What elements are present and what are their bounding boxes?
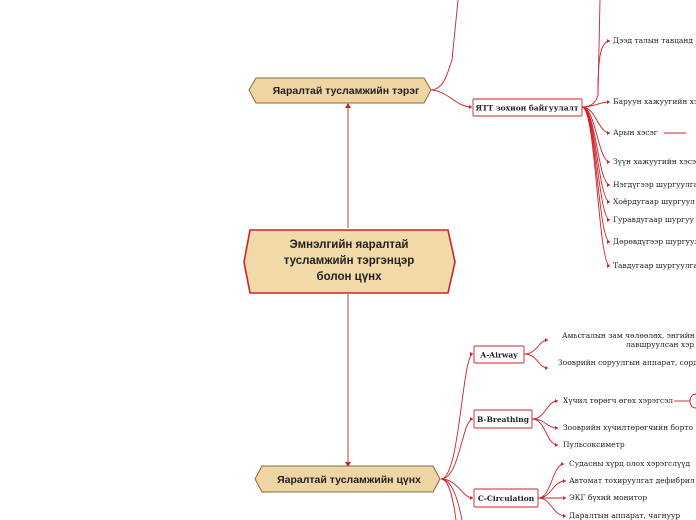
arrowhead <box>607 131 610 135</box>
arrowhead <box>607 160 610 164</box>
arrowhead-cart <box>345 103 351 108</box>
airway-node-label: A-Airway <box>479 351 518 360</box>
airway-node-box <box>473 345 525 364</box>
connector-ytt-7 <box>581 106 611 221</box>
bag-topic-label: Яаралтай тусламжийн цүнх <box>277 474 421 486</box>
connector-circ-4 <box>537 497 567 517</box>
central-topic-line-3: болон цүнх <box>317 271 383 283</box>
connector-breathing-2 <box>531 418 559 429</box>
circulation-node-box <box>473 488 539 508</box>
arrowhead <box>563 496 566 500</box>
circulation-item-2[interactable]: Автомат тохируулгат дефибрил <box>569 476 695 485</box>
arrowhead <box>607 240 610 244</box>
ytt-item-drawer-1[interactable]: Нэгдүгээр шургуулга <box>613 180 696 189</box>
arrowhead <box>607 264 610 268</box>
breathing-node-label: B-Breathing <box>477 415 530 424</box>
arrowhead <box>555 443 558 447</box>
arrowhead <box>469 105 472 109</box>
airway-item-1-line-2[interactable]: лавшруулсан хэр <box>626 340 695 349</box>
arrowhead <box>607 200 610 204</box>
arrowhead <box>561 462 564 466</box>
arrowhead <box>607 183 610 187</box>
connector-bag-down2 <box>440 478 457 520</box>
arrowhead <box>470 417 473 421</box>
circulation-node[interactable]: C-Circulation <box>473 488 539 508</box>
cart-topic-shape <box>248 77 432 104</box>
leaf-arrowheads <box>469 39 610 518</box>
arrowhead-bag <box>345 462 351 467</box>
arrowhead <box>555 399 558 403</box>
connector-ytt-6 <box>581 106 611 203</box>
circulation-node-label: C-Circulation <box>478 494 535 503</box>
ytt-item-drawer-2[interactable]: Хоёрдугаар шургуул <box>613 197 695 206</box>
breathing-item-3[interactable]: Пульсоксиметр <box>563 440 625 449</box>
airway-item-2[interactable]: Зооврийн соруулгын аппарат, сорд <box>558 358 696 367</box>
ytt-item-top-shelf[interactable]: Дээд талын тавцанд <box>613 36 693 45</box>
arrowhead <box>607 100 610 104</box>
connector-airway-1 <box>523 339 549 355</box>
connector-cart-top <box>429 0 459 91</box>
arrowhead <box>470 496 473 500</box>
arrowhead <box>555 426 558 430</box>
ytt-item-back[interactable]: Арын хэсэг <box>613 128 658 137</box>
circulation-item-4[interactable]: Даралтын аппарат, чагнуур <box>569 511 681 520</box>
connector-bag-breathing <box>440 418 474 480</box>
connector-breathing-1 <box>531 400 559 420</box>
circulation-item-3[interactable]: ЭКГ бүхий монитор <box>569 493 648 502</box>
connector-ytt-4 <box>581 106 611 163</box>
central-topic[interactable]: Эмнэлгийн яаралтай тусламжийн тэргэнцэр … <box>243 229 456 294</box>
airway-item-1-line-1[interactable]: Амьсгалын зам чөлөөлөх, энгийн <box>562 331 695 340</box>
connector-bag-airway <box>440 353 474 480</box>
central-topic-line-1: Эмнэлгийн яаралтай <box>289 239 408 251</box>
connector-airway-2 <box>523 353 549 369</box>
ytt-item-drawer-3[interactable]: Гуравдугаар шургуу <box>613 215 694 224</box>
arrowhead <box>563 479 566 483</box>
connector-ytt-1 <box>597 40 611 96</box>
bag-topic-shape <box>254 465 441 493</box>
central-topic-line-2: тусламжийн тэргэнцэр <box>284 255 415 267</box>
arrowhead <box>607 39 610 43</box>
central-topic-shape <box>243 229 456 294</box>
circulation-item-1[interactable]: Судасны хүрц олох хэрэгслүүд <box>569 459 691 468</box>
cart-topic[interactable]: Яаралтай тусламжийн тэрэг <box>248 77 432 104</box>
ytt-item-drawer-4[interactable]: Дөрөвдүгээр шургуул <box>613 237 696 246</box>
breathing-node[interactable]: B-Breathing <box>473 409 533 429</box>
ytt-node-box <box>472 98 583 117</box>
arrowhead <box>607 218 610 222</box>
airway-node[interactable]: A-Airway <box>473 345 525 364</box>
ytt-item-drawer-5[interactable]: Тавдугаар шургуулга <box>613 261 696 270</box>
ytt-node[interactable]: ЯТТ зохион байгуулалт <box>472 98 583 117</box>
breathing-node-box <box>473 409 533 429</box>
connector-cart-ytt <box>429 89 473 108</box>
arrowhead <box>563 514 566 518</box>
connector-breathing-circle <box>689 393 696 409</box>
ytt-item-right-side[interactable]: Баруун хажуугийн хэ <box>613 97 696 106</box>
ytt-item-left-side[interactable]: Зүүн хажуугийн хэсэ <box>613 157 696 166</box>
connector-bag-down1 <box>440 478 463 520</box>
arrowhead <box>545 338 548 342</box>
bag-topic[interactable]: Яаралтай тусламжийн цүнх <box>254 465 441 493</box>
breathing-item-1[interactable]: Хүчил төрөгч өгөх хэрэгсэл <box>563 396 674 405</box>
ytt-node-label: ЯТТ зохион байгуулалт <box>475 104 578 113</box>
connector-circ-2 <box>537 480 567 499</box>
connector-ytt-9 <box>581 106 611 267</box>
arrowhead <box>470 352 473 356</box>
arrowhead <box>545 366 548 370</box>
breathing-item-2[interactable]: Зооврийн хүчилтөрөгчийн борто <box>563 423 694 432</box>
connector-circ-1 <box>537 463 565 499</box>
cart-topic-label: Яаралтай тусламжийн тэрэг <box>273 85 420 97</box>
connector-ytt-bracket <box>581 0 601 108</box>
